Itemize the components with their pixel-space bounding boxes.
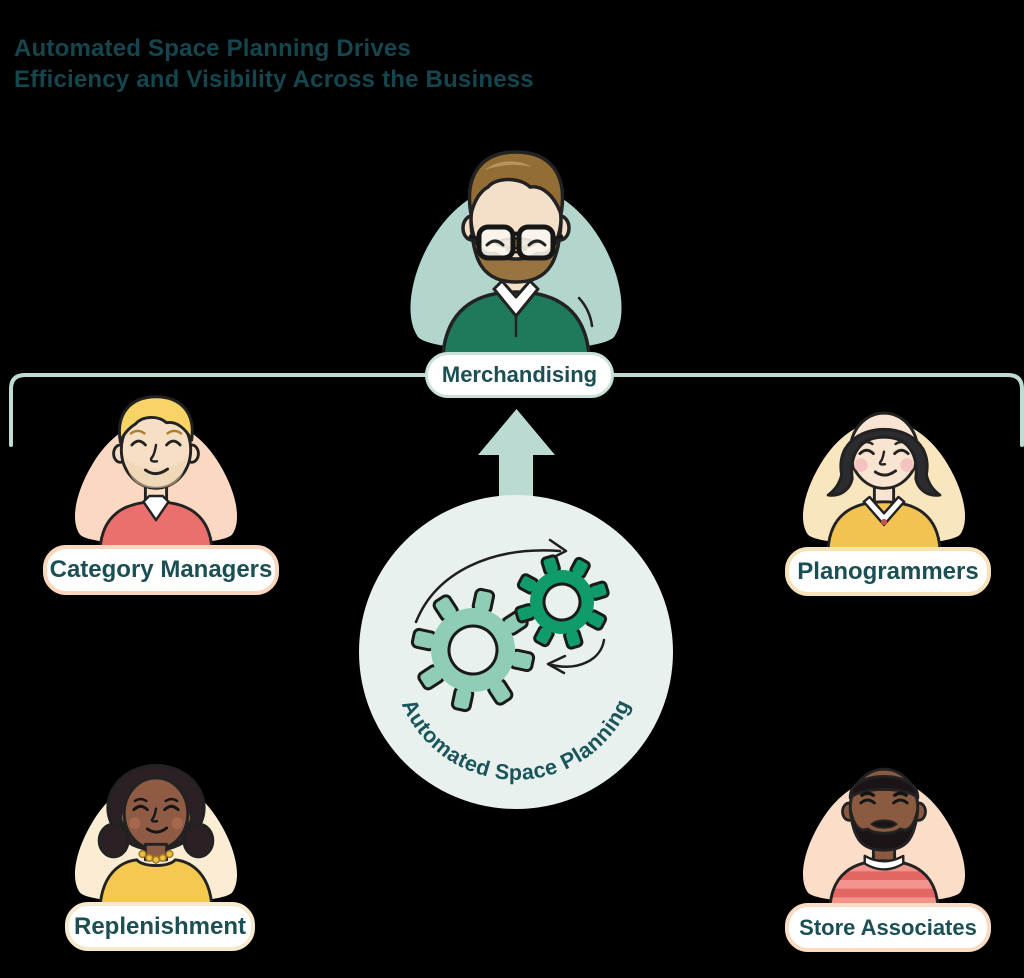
store-associates-avatar (802, 767, 966, 907)
planogrammers-label: Planogrammers (797, 557, 979, 585)
rotation-arrows-icon (414, 538, 606, 675)
title-line2: Efficiency and Visibility Across the Bus… (14, 66, 534, 93)
category-managers-label: Category Managers (49, 556, 273, 583)
category-managers-label-pill: Category Managers (43, 545, 279, 595)
planogrammers-avatar (802, 411, 966, 549)
title-line1: Automated Space Planning Drives (14, 35, 411, 62)
merchandising-label: Merchandising (441, 362, 598, 387)
replenishment-avatar (74, 763, 238, 907)
gears-icon (410, 538, 610, 713)
store-associates-label-pill: Store Associates (785, 903, 991, 952)
up-arrow-icon (478, 409, 555, 502)
category-managers-avatar (74, 395, 238, 549)
merchandising-avatar (410, 150, 622, 354)
replenishment-label: Replenishment (73, 912, 247, 940)
merchandising-label-pill: Merchandising (425, 352, 614, 398)
replenishment-label-pill: Replenishment (65, 902, 255, 951)
planogrammers-label-pill: Planogrammers (785, 547, 991, 596)
store-associates-label: Store Associates (799, 914, 977, 940)
